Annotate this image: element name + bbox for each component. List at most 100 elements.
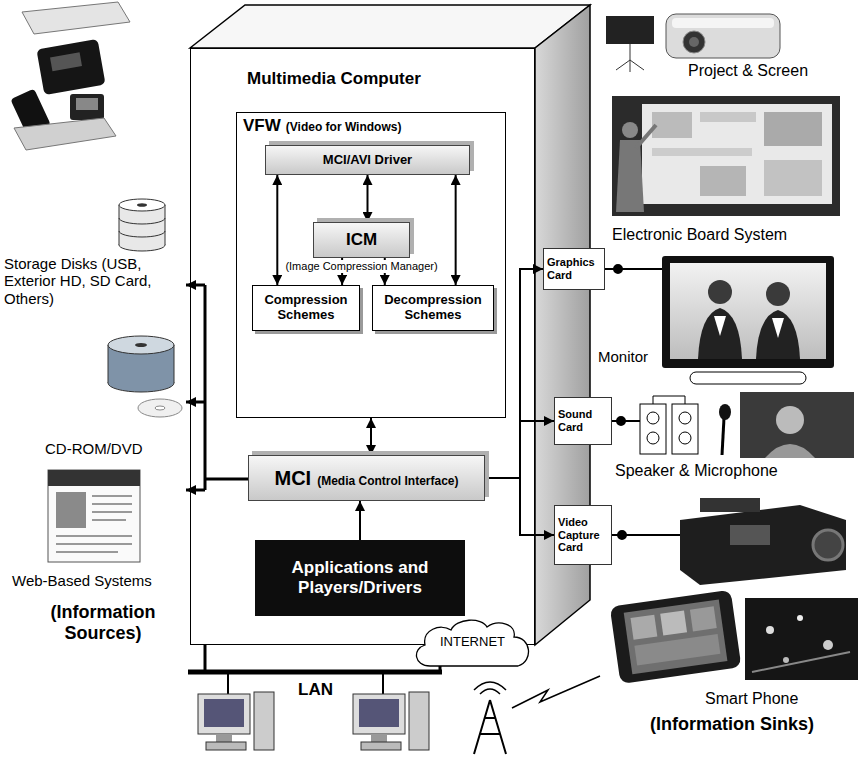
caption-label: (Information Sinks) [650,714,814,735]
storage-device [14,118,116,150]
computer-case [190,5,590,645]
scheme-box: Compression Schemes [252,285,360,331]
lan-network [227,672,229,694]
cd-spindle [108,345,109,383]
source-bus [186,401,205,404]
connector-arrow [276,175,278,285]
radio-tower [512,676,600,708]
camcorder [680,498,846,585]
source-bus [204,285,207,490]
computer-box: Multimedia ComputerVFW(Video for Windows… [190,48,535,645]
card-box: Sound Card [554,397,612,445]
projector [666,14,780,58]
caption-label: Storage Disks (USB, Exterior HD, SD Card… [4,255,154,307]
caption-label: LAN [298,680,333,700]
lan-computer [361,742,401,750]
lan-computer [353,692,429,750]
radio-tower [474,676,600,754]
caption-label: Web-Based Systems [12,572,152,589]
lan-computer [359,699,399,727]
singer-photo [776,406,804,434]
lan-network [204,645,207,672]
electronic-board [700,112,756,122]
electronic-board [616,140,644,212]
lan-network [188,670,442,675]
lan-computer [198,694,250,734]
node-text: MCI [274,467,311,490]
capture-cable [612,531,680,539]
speakers [647,412,659,424]
web-page [56,492,86,528]
storage-device [10,2,130,150]
lan-computer [254,692,274,750]
caption-label: Electronic Board System [612,226,787,244]
lan-computer [371,734,387,742]
projection-screen [606,16,654,44]
monitor [662,256,834,384]
storage-device [36,39,105,95]
monitor [714,316,726,336]
monitor [698,308,742,359]
electronic-board [642,104,832,204]
lan-computer [353,694,405,734]
storage-device [50,52,82,71]
lan-computer [216,734,232,742]
audio-cable [612,417,640,425]
node-text: Decompression Schemes [377,293,489,323]
video-cable [605,265,662,273]
speakers [653,396,685,404]
web-page [48,470,140,562]
smart-phone [624,600,728,675]
storage-device [22,2,130,34]
node-text: Multimedia Computer [247,69,534,89]
projector [672,18,774,28]
caption-label: Speaker & Microphone [615,462,778,480]
monitor [772,318,784,338]
lan-computer [409,692,429,750]
projection-screen [616,44,644,72]
source-bus [186,284,205,287]
manager-box: ICM(Image Compression Manager) [313,222,410,258]
cd-spindle [135,343,147,347]
node-text: VFW [243,116,281,135]
internet-cloud: INTERNET [410,616,535,668]
smart-phone [631,615,658,640]
disk-stack [119,218,165,237]
application-box: Applications and Players/Drivers [255,540,465,616]
lan-computer [204,699,244,727]
disk-stack [165,205,166,245]
night-photo [797,615,803,621]
singer-photo [765,444,815,458]
electronic-board [612,96,840,216]
scheme-box: Decompression Schemes [372,285,494,331]
microphone [719,404,731,455]
card-box: Video Capture Card [554,505,612,565]
cd-spindle [138,399,182,417]
lan-network [382,672,384,694]
speakers [640,396,698,454]
night-photo [823,640,833,650]
storage-device [70,94,104,120]
smart-phone [610,590,742,684]
web-page [56,496,132,552]
smart-phone [610,590,742,684]
electronic-board [652,148,752,156]
storage-device [76,98,98,110]
singer-photo [740,392,854,458]
monitor [708,280,732,304]
vfw-box: VFW(Video for Windows)MCI/AVI DriverICM(… [236,112,506,418]
interface-box: MCI (Media Control Interface) [248,455,485,501]
node-subtext: (Image Compression Manager) [283,260,439,273]
computer-case [190,48,535,645]
radio-tower [474,700,506,754]
electronic-board [700,166,746,196]
night-photo [745,598,858,680]
projector [689,37,699,47]
node-subtext: (Media Control Interface) [317,475,458,489]
driver-box: MCI/AVI Driver [265,145,470,175]
disk-stack [119,199,165,251]
monitor [766,282,790,306]
cd-spindle [155,406,165,410]
